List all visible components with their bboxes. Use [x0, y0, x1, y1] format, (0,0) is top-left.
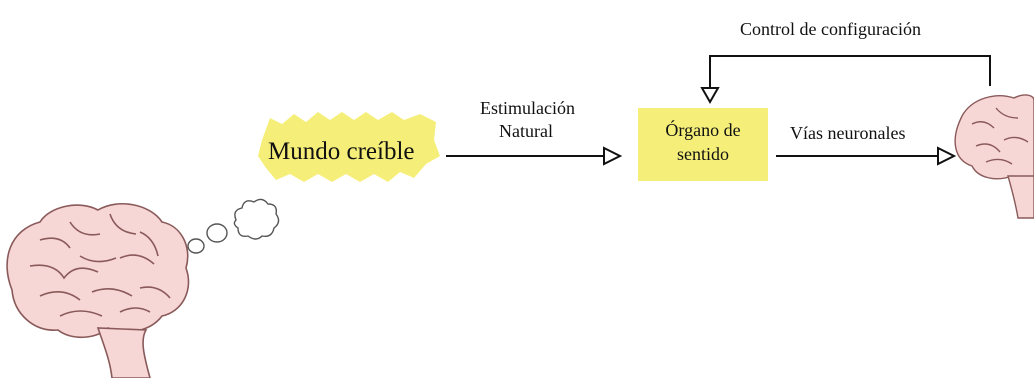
- sense-organ-label-line1: Órgano de: [665, 120, 741, 140]
- arrow-icon: [446, 55, 991, 166]
- sense-organ-box: Órgano de sentido: [638, 108, 768, 181]
- believable-world-label: Mundo creíble: [268, 138, 415, 165]
- brain-icon: [6, 202, 190, 378]
- stimulation-label-line2: Natural: [499, 121, 553, 141]
- configuration-control-label: Control de configuración: [740, 19, 921, 39]
- stimulation-label-line1: Estimulación: [480, 98, 575, 118]
- brain-icon-small: [954, 94, 1034, 219]
- sense-organ-label-line2: sentido: [677, 144, 729, 164]
- highlight-mark: [258, 112, 440, 182]
- neural-pathways-label: Vías neuronales: [790, 123, 906, 143]
- thought-bubble-icon: [187, 198, 280, 254]
